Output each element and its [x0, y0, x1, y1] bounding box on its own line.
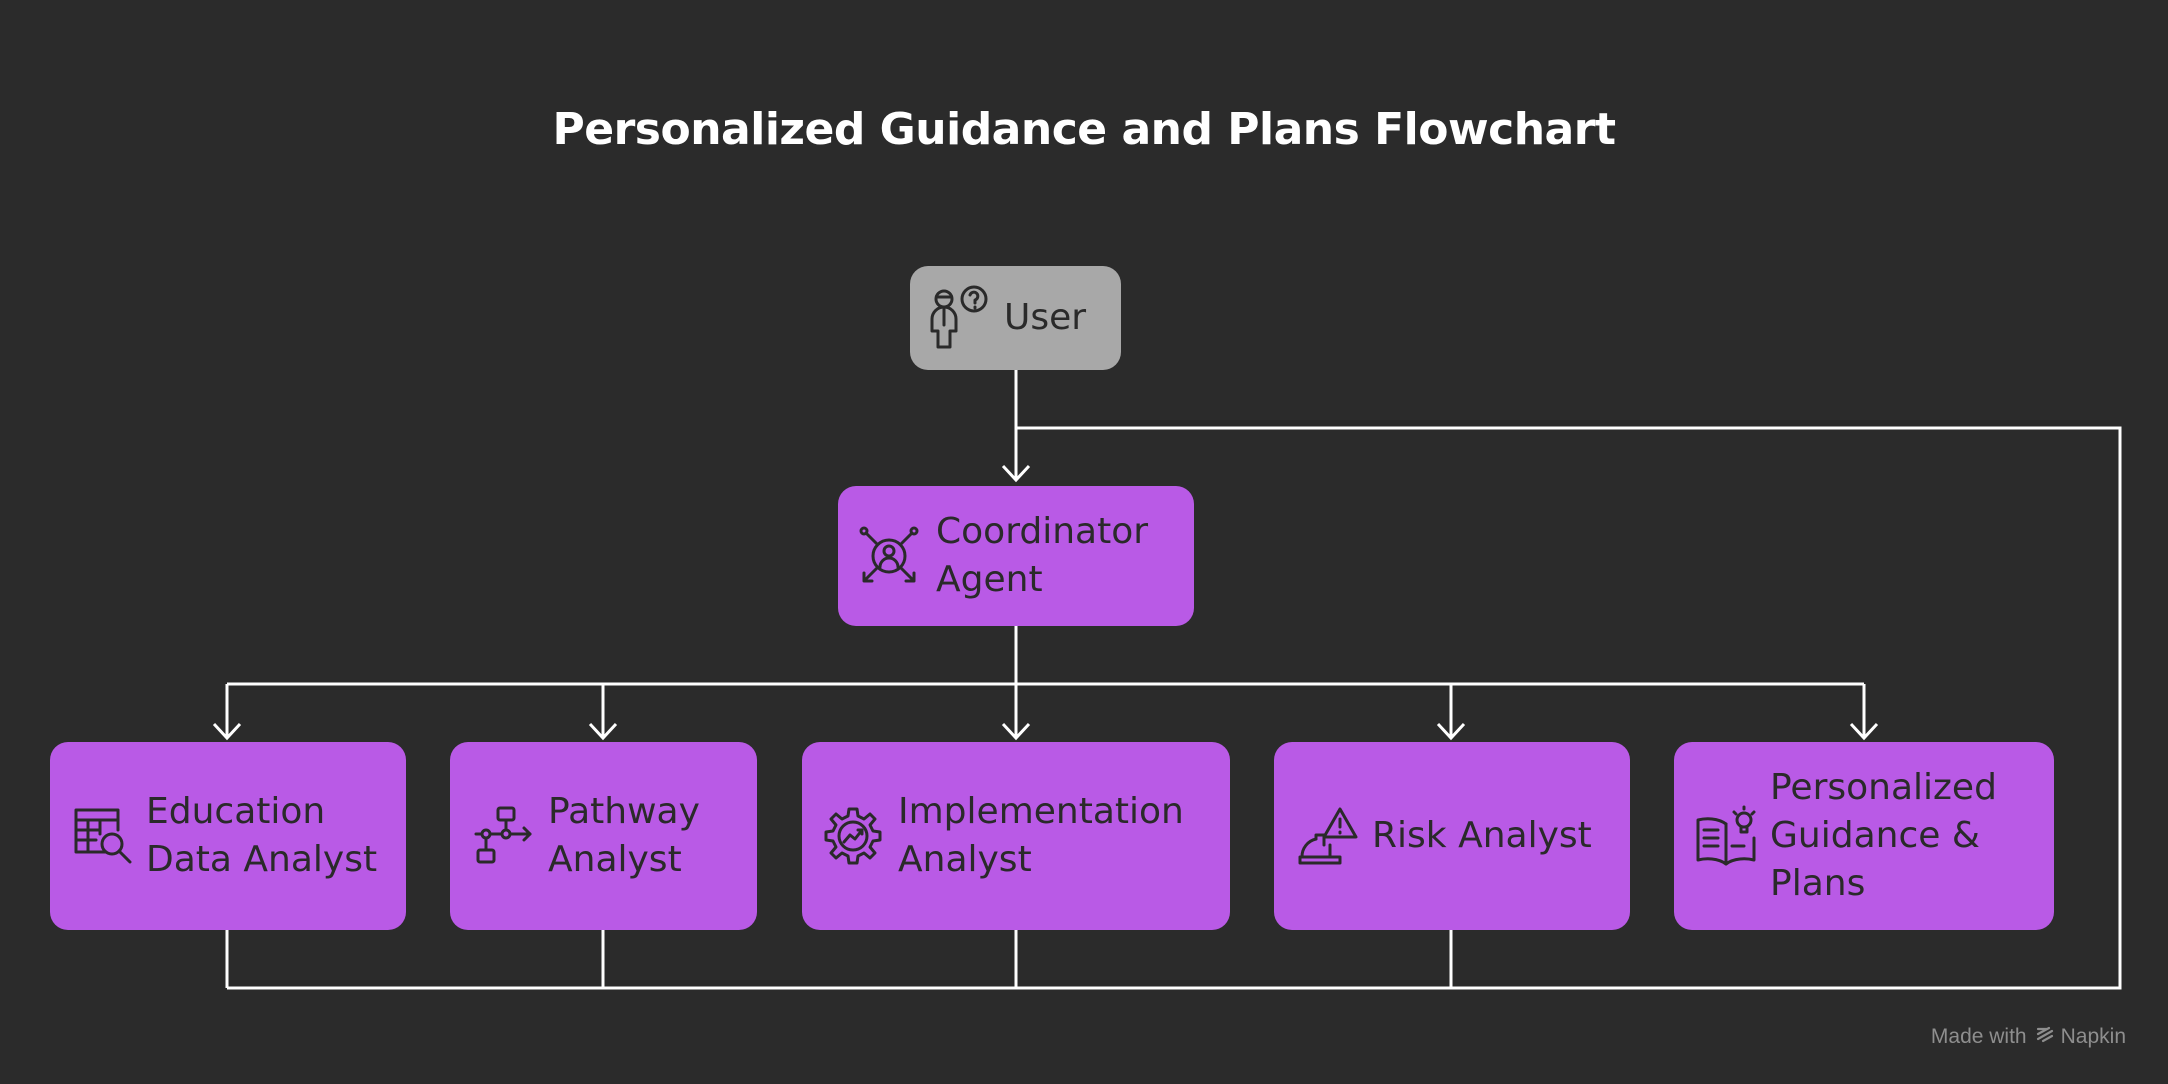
footer-made-with-text: Made with	[1930, 1025, 2027, 1048]
node-risk-analyst[interactable]: Risk Analyst	[1274, 742, 1630, 930]
user-question-icon	[928, 285, 990, 351]
node-education-label-line1: Education	[146, 791, 326, 832]
gear-chart-icon	[822, 805, 884, 867]
node-user[interactable]: User	[910, 266, 1121, 370]
node-education-label-line2: Data Analyst	[146, 839, 378, 880]
user-network-icon	[858, 525, 920, 587]
node-personalized-guidance-plans[interactable]: Personalized Guidance & Plans	[1674, 742, 2054, 930]
table-search-icon	[70, 804, 134, 868]
node-implementation-label-line2: Analyst	[898, 839, 1032, 880]
napkin-logo-icon	[2035, 1024, 2055, 1050]
hardhat-warning-icon	[1296, 805, 1358, 867]
arrowhead-implementation	[1001, 722, 1031, 741]
footer-brand-text: Napkin	[2060, 1025, 2126, 1048]
node-coordinator-label-line1: Coordinator	[936, 511, 1149, 552]
node-guidance-label-line3: Plans	[1770, 863, 1866, 904]
footer-made-with-napkin: Made with Napkin	[1931, 1024, 2126, 1050]
node-implementation-label-line1: Implementation	[898, 791, 1184, 832]
flow-diagram-icon	[472, 804, 534, 868]
connector-feedback-loop	[227, 426, 2122, 990]
node-guidance-label-line2: Guidance &	[1770, 815, 1980, 856]
book-lightbulb-icon	[1694, 804, 1758, 868]
arrowhead-risk	[1436, 722, 1466, 741]
arrowhead-pathway	[588, 722, 618, 741]
node-risk-label: Risk Analyst	[1372, 815, 1592, 856]
node-pathway-label-line2: Analyst	[548, 839, 682, 880]
node-pathway-label-line1: Pathway	[548, 791, 700, 832]
node-implementation-analyst[interactable]: Implementation Analyst	[802, 742, 1230, 930]
node-pathway-analyst[interactable]: Pathway Analyst	[450, 742, 757, 930]
arrowhead-guidance	[1849, 722, 1879, 741]
node-guidance-label-line1: Personalized	[1770, 767, 1997, 808]
node-education-data-analyst[interactable]: Education Data Analyst	[50, 742, 406, 930]
node-coordinator-label-line2: Agent	[936, 559, 1043, 600]
node-coordinator-agent[interactable]: Coordinator Agent	[838, 486, 1194, 626]
node-user-label: User	[1004, 297, 1087, 338]
diagram-title: Personalized Guidance and Plans Flowchar…	[552, 104, 1616, 155]
arrowhead-education	[212, 722, 242, 741]
arrowhead-coordinator	[1001, 464, 1031, 483]
